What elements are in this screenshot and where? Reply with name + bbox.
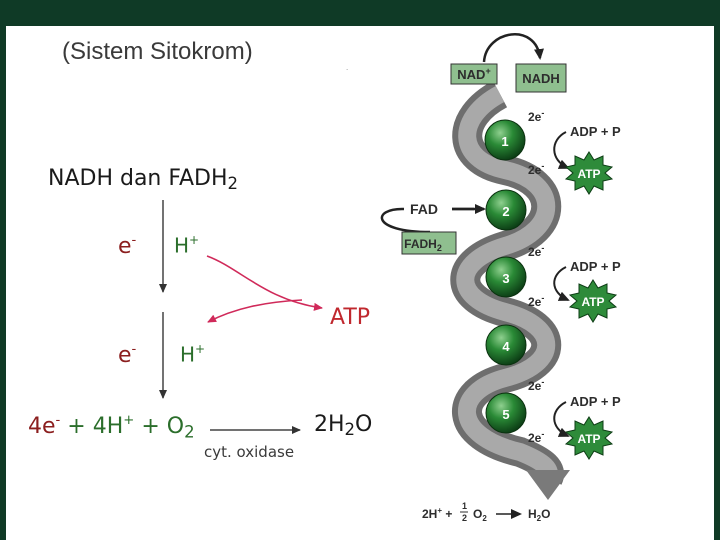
svg-text:2e-: 2e- — [528, 243, 544, 259]
svg-text:2e-: 2e- — [528, 293, 544, 309]
bottom-reactants: 2H+ + 1 2 O2 — [422, 501, 487, 523]
svg-text:ADP + P: ADP + P — [570, 124, 621, 139]
carrier-sphere-3: 3 — [485, 256, 527, 298]
electron-bottom: e- — [118, 342, 137, 369]
atp-starburst-1: ATP — [564, 151, 614, 195]
svg-text:2e-: 2e- — [528, 108, 544, 124]
svg-text:1: 1 — [462, 501, 467, 511]
svg-text:2e-: 2e- — [528, 429, 544, 445]
equation-reactants: 4e- + 4H+ + O2 — [28, 413, 195, 442]
atp-starburst-2: ATP — [568, 279, 618, 323]
svg-text:NAD+: NAD+ — [457, 66, 490, 82]
electron-transport-helix — [450, 80, 570, 500]
fad-label: FAD — [410, 201, 438, 217]
svg-text:2: 2 — [462, 513, 467, 523]
nadh-box: NADH — [515, 63, 567, 93]
carrier-2-label: 2 — [502, 204, 509, 219]
svg-text:ATP: ATP — [577, 167, 600, 181]
equation-product: 2H2O — [314, 412, 373, 440]
proton-to-atp-arrow — [206, 255, 323, 323]
svg-text:FADH2: FADH2 — [404, 237, 442, 253]
carrier-5-label: 5 — [502, 407, 509, 422]
nadh-fadh-heading: NADH dan FADH2 — [48, 166, 239, 194]
two-electron-labels: 2e- 2e- 2e- 2e- 2e- 2e- — [528, 108, 544, 445]
atp-starburst-3: ATP — [564, 416, 614, 460]
svg-text:2e-: 2e- — [528, 377, 544, 393]
nad-cycle-arrow — [482, 33, 544, 63]
svg-text:ADP + P: ADP + P — [570, 259, 621, 274]
nad-plus-box: NAD+ — [450, 63, 498, 85]
slide-title: (Sistem Sitokrom) — [62, 38, 253, 65]
carrier-1-label: 1 — [501, 134, 508, 149]
stray-dot: . — [346, 63, 348, 72]
cytochrome-oxidase-label: cyt. oxidase — [204, 443, 295, 461]
svg-text:ATP: ATP — [581, 295, 604, 309]
carrier-sphere-5: 5 — [485, 392, 527, 434]
svg-text:2H+ +: 2H+ + — [422, 506, 452, 521]
fadh2-box: FADH2 — [401, 231, 457, 255]
carrier-4-label: 4 — [502, 339, 510, 354]
carrier-3-label: 3 — [502, 271, 509, 286]
proton-bottom: H+ — [180, 342, 206, 367]
svg-text:H2O: H2O — [528, 507, 550, 523]
carrier-sphere-1: 1 — [484, 119, 526, 161]
atp-product-label: ATP — [330, 305, 371, 330]
svg-text:O2: O2 — [473, 507, 487, 523]
svg-text:ATP: ATP — [577, 432, 600, 446]
adp-p-labels: ADP + P ADP + P ADP + P — [570, 124, 621, 409]
carrier-sphere-2: 2 — [485, 189, 527, 231]
carrier-sphere-4: 4 — [485, 324, 527, 366]
svg-text:NADH: NADH — [522, 71, 560, 86]
svg-text:FAD: FAD — [410, 201, 438, 217]
svg-text:2e-: 2e- — [528, 161, 544, 177]
atp-synthesis-arrows — [553, 131, 570, 437]
proton-top: H+ — [174, 233, 200, 258]
svg-text:ADP + P: ADP + P — [570, 394, 621, 409]
bottom-product-water: H2O — [528, 507, 550, 523]
electron-top: e- — [118, 233, 137, 260]
slide-background — [6, 26, 714, 540]
